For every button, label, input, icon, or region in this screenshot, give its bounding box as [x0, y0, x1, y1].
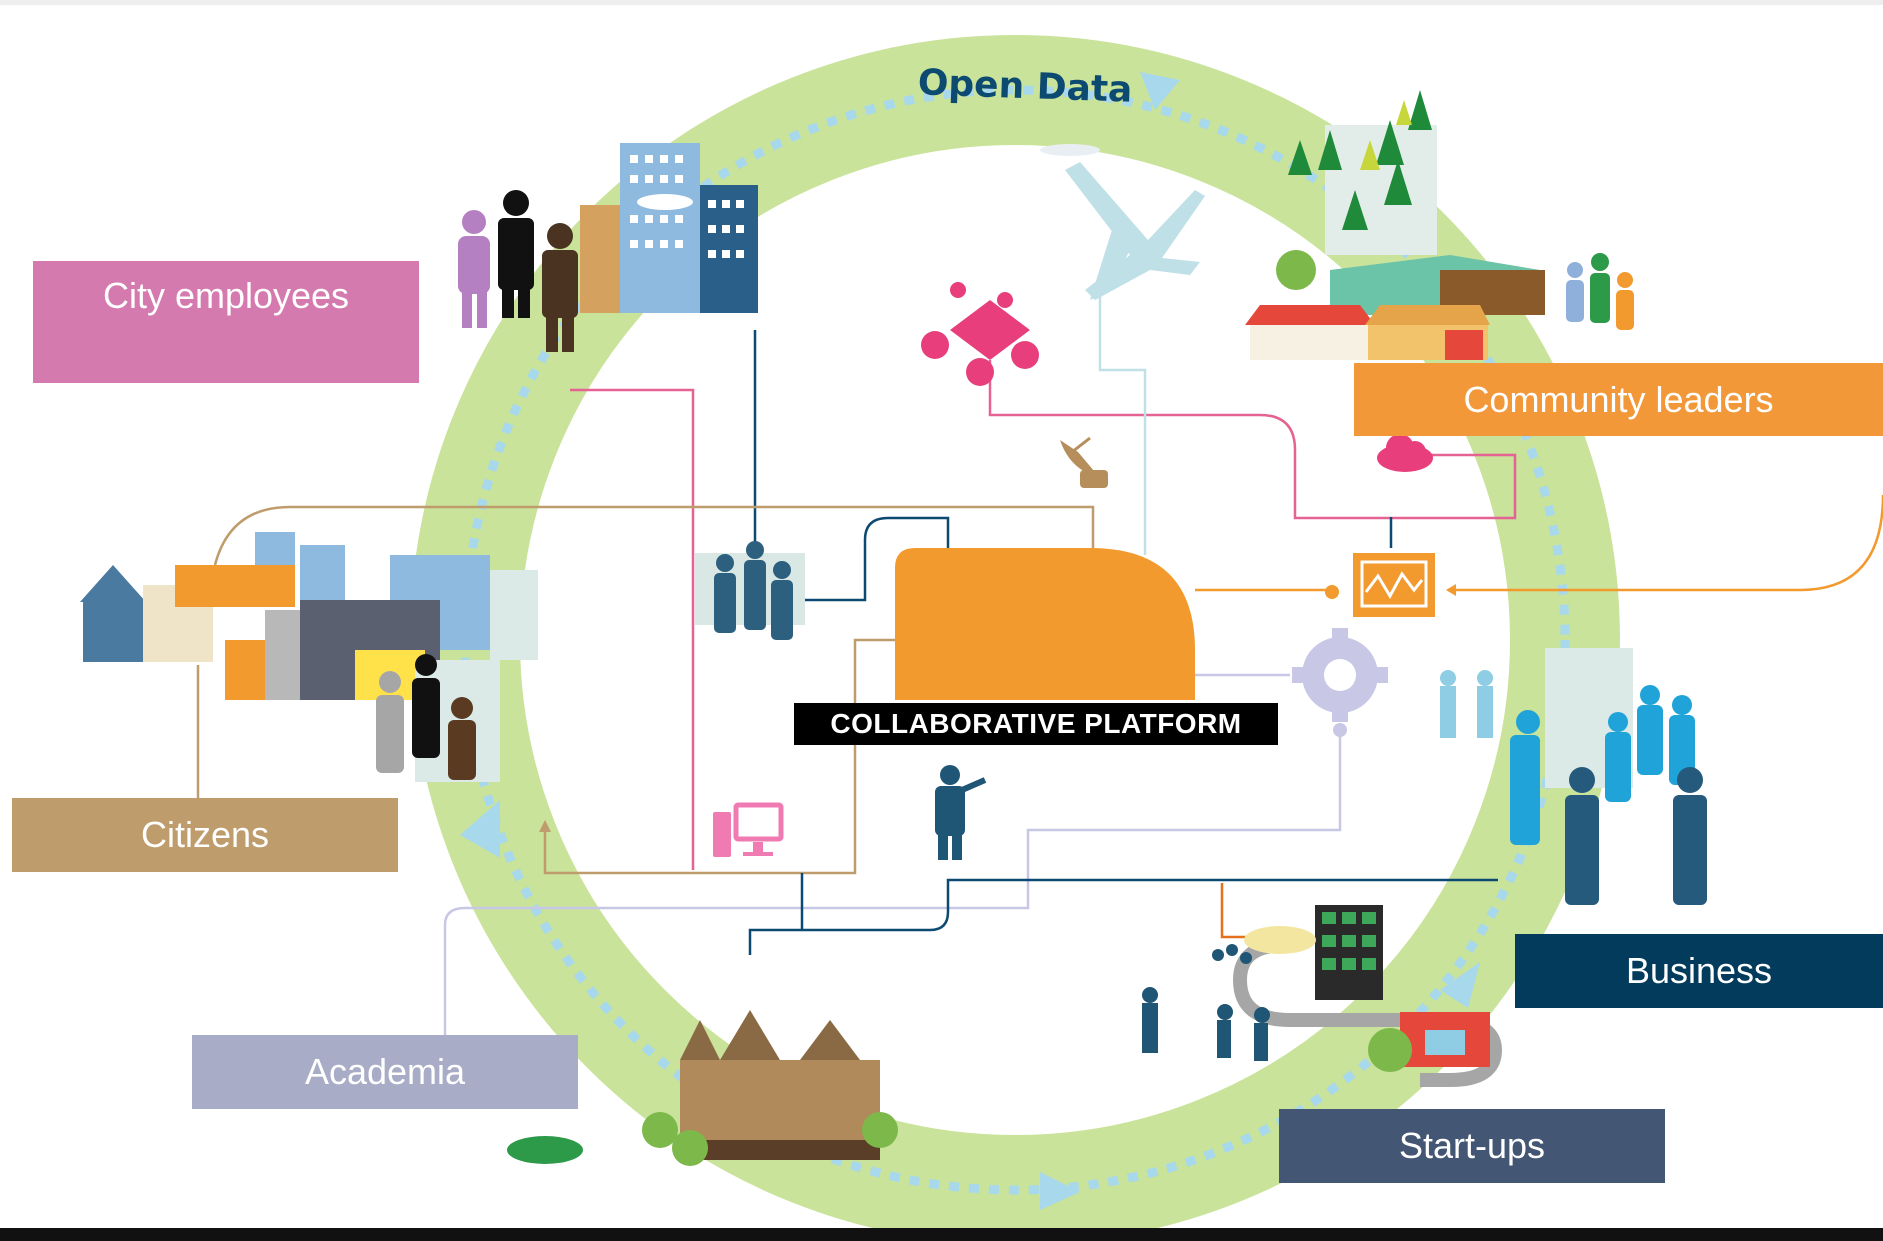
orange-dot — [1325, 585, 1339, 599]
ring-arrow-bottom — [1040, 1172, 1080, 1210]
pink-link-meeting — [988, 360, 1517, 520]
startups-label: Start-ups — [1279, 1109, 1665, 1183]
academia-label: Academia — [192, 1035, 578, 1109]
ring-arrow-left — [460, 800, 500, 858]
open-data-label: Open Data — [917, 62, 1133, 110]
business-people-icon — [1440, 648, 1707, 905]
forest-village-icon — [1288, 90, 1437, 255]
platform-shape — [895, 548, 1195, 700]
citizens-people-icon — [376, 654, 500, 782]
airplane-icon — [1040, 144, 1205, 300]
platform-label: COLLABORATIVE PLATFORM — [794, 703, 1278, 745]
computer-icon — [713, 802, 784, 857]
cloud-icon — [1377, 434, 1433, 472]
connector-lines — [196, 295, 1883, 1035]
orange-link-community — [1448, 494, 1883, 592]
meeting-table-icon — [921, 282, 1039, 386]
lavender-dot — [1333, 723, 1347, 737]
monitor-chart-icon — [1353, 553, 1435, 617]
satellite-dish-icon — [1060, 436, 1108, 488]
navy-link-people — [805, 516, 950, 602]
university-building-icon — [507, 1010, 898, 1166]
city-employees-label: City employees — [33, 261, 419, 383]
ring-arrow-top — [1140, 72, 1180, 110]
gear-icon — [1292, 628, 1388, 722]
houses-icon — [1245, 250, 1545, 360]
bottom-border — [0, 1228, 1883, 1241]
city-employees-people-icon — [458, 190, 578, 352]
ring-arrow-right — [1440, 962, 1480, 1008]
lavender-link-academia — [443, 730, 1342, 1035]
presenter-icon — [935, 765, 987, 860]
people-group-icon — [695, 541, 805, 640]
lightblue-link-plane — [1098, 295, 1147, 555]
business-label: Business — [1515, 934, 1883, 1008]
startup-road-icon — [1142, 905, 1503, 1087]
tan-arrowhead — [539, 820, 551, 832]
office-buildings-icon — [580, 143, 758, 313]
community-people-icon — [1566, 253, 1634, 330]
community-leaders-label: Community leaders — [1354, 363, 1883, 436]
top-border — [0, 0, 1883, 5]
orange-link-startups — [1220, 883, 1260, 939]
citizens-houses-icon — [80, 532, 538, 700]
orange-arrowhead — [1446, 584, 1456, 596]
navy-link-business — [748, 878, 1498, 955]
citizens-label: Citizens — [12, 798, 398, 872]
tan-link-citizens — [213, 505, 1095, 566]
pink-link-city — [570, 388, 695, 870]
tan-link-platform — [543, 638, 895, 875]
